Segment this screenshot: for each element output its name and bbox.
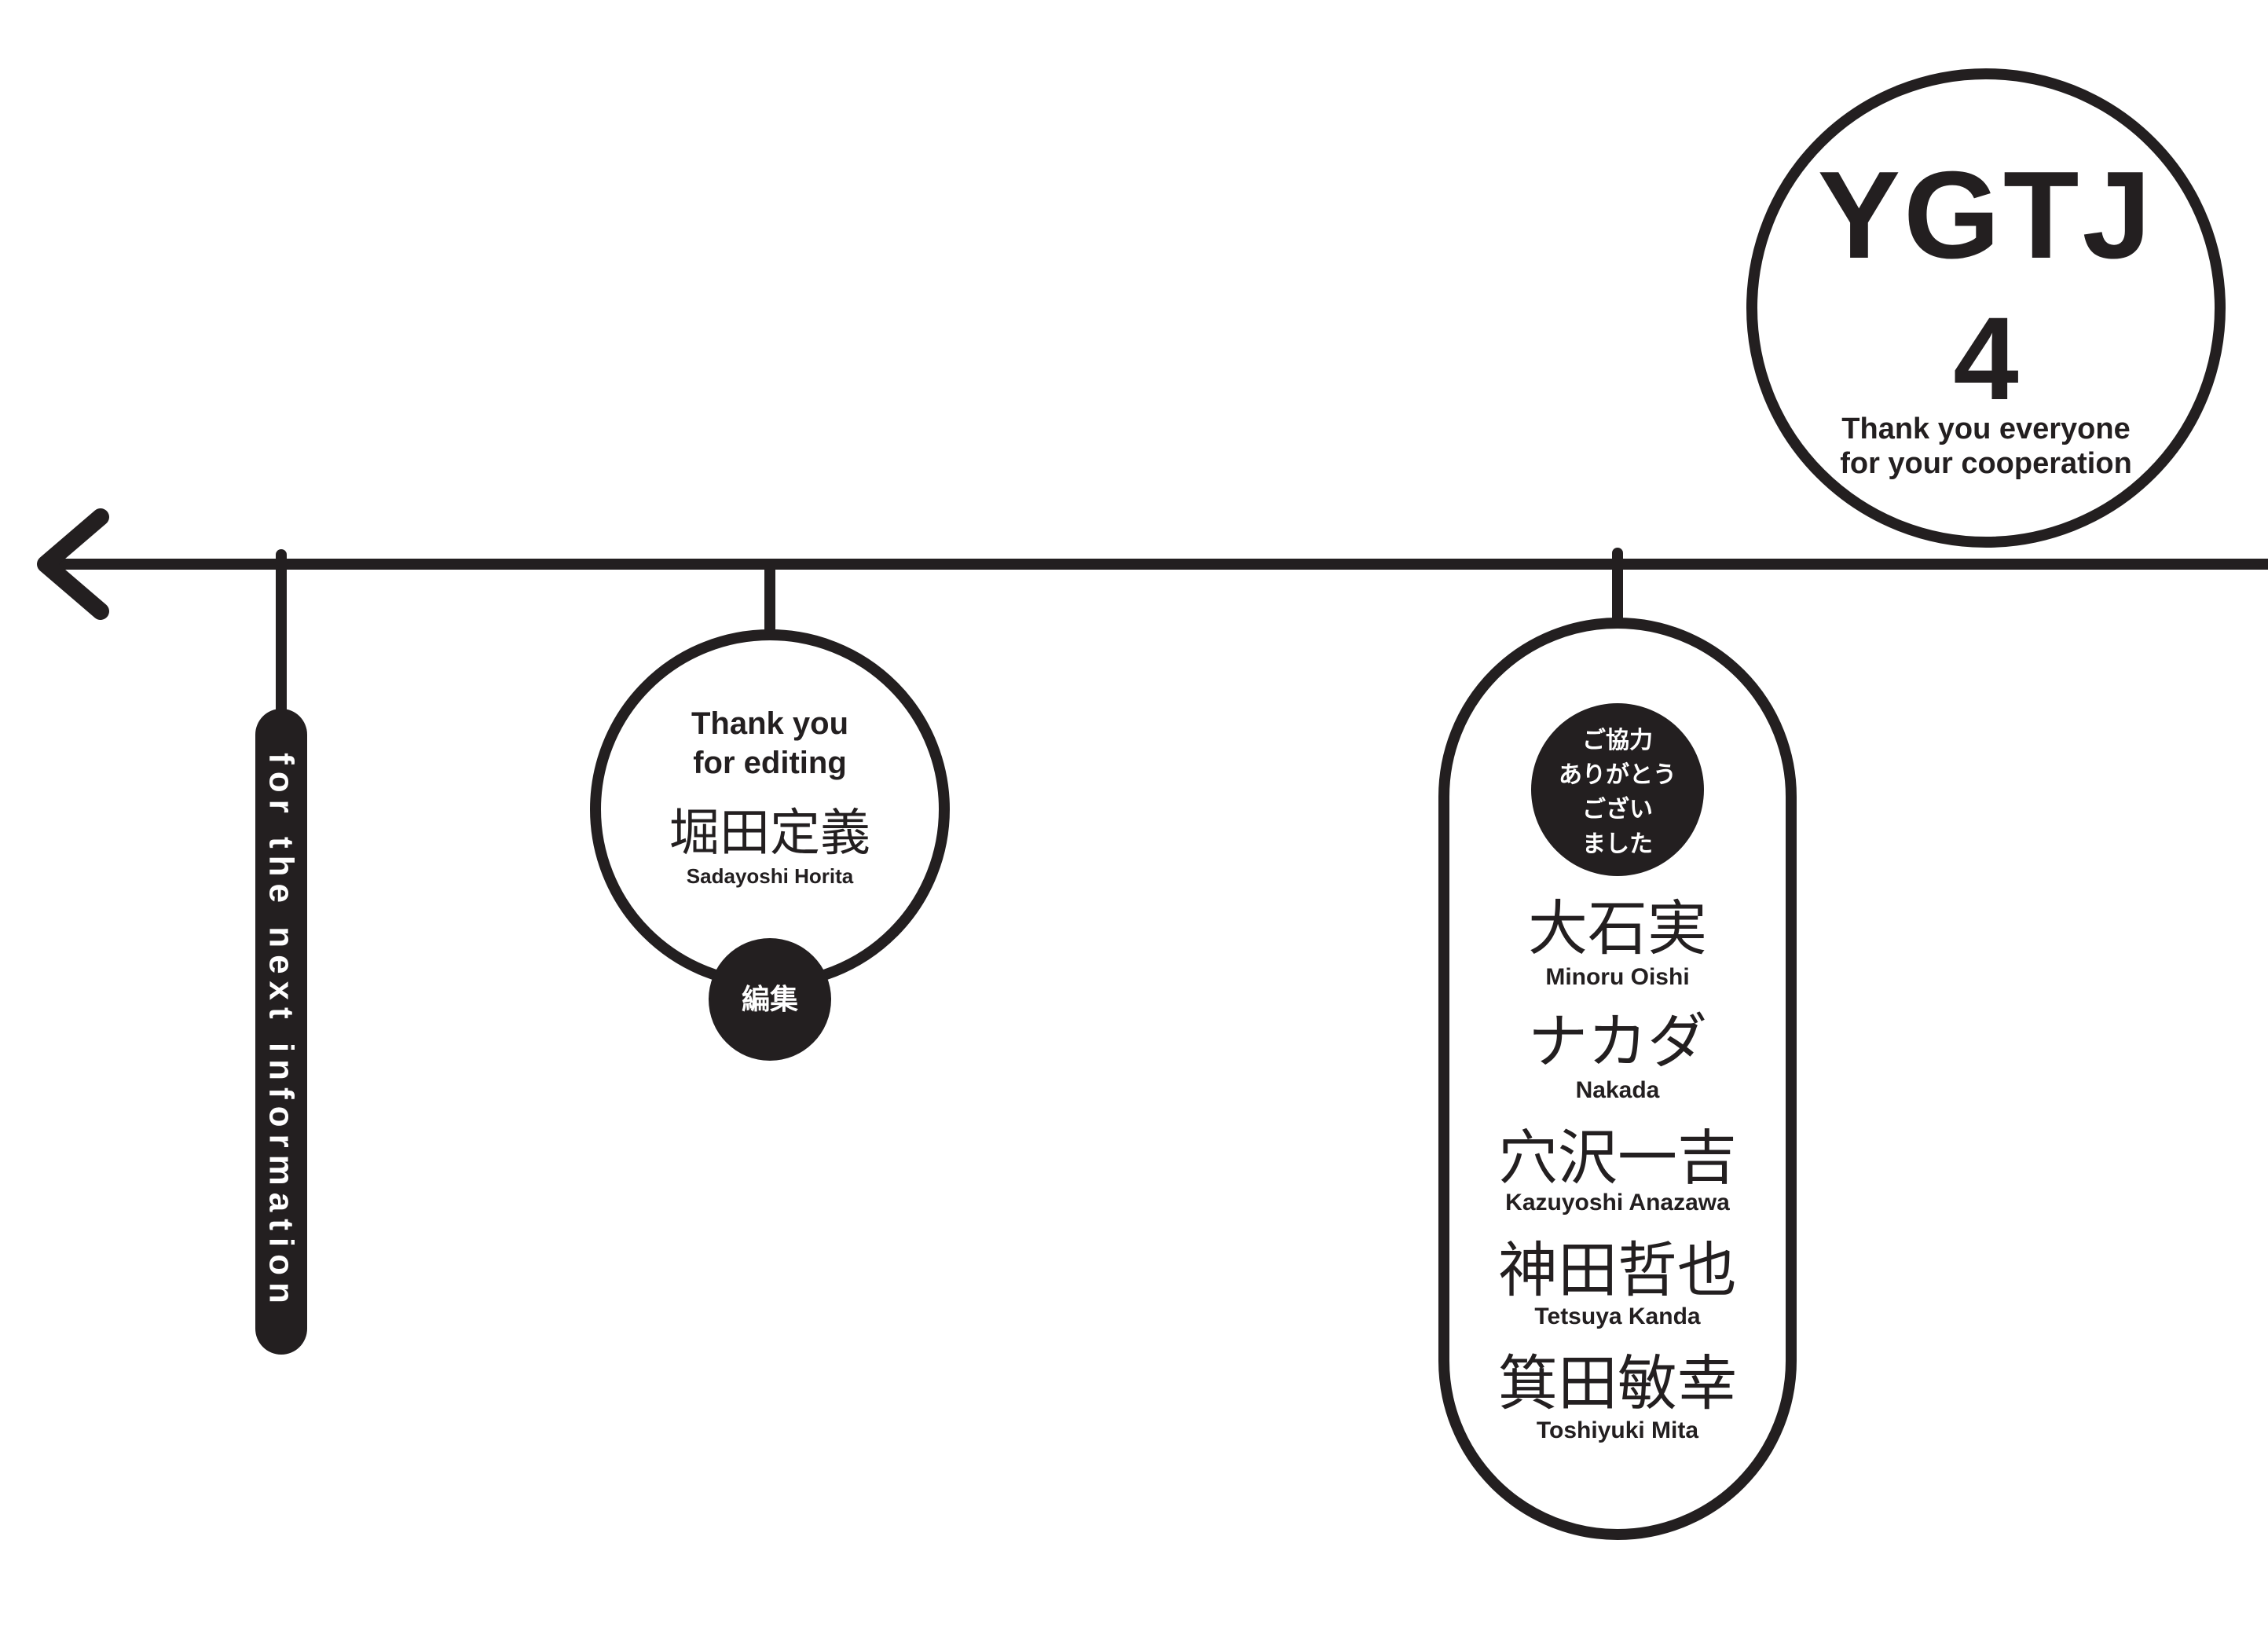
- person-name-en: Kazuyoshi Anazawa: [1505, 1190, 1730, 1216]
- next-info-pill: [255, 709, 307, 1355]
- editor-name-en: Sadayoshi Horita: [687, 864, 854, 888]
- person-name-jp: 大石実: [1528, 893, 1707, 963]
- person-name-en: Nakada: [1576, 1077, 1660, 1103]
- cooperation-credit: ご協力 ありがとう ござい ました 大石実 Minoru Oishi ナカダ N…: [1438, 548, 1797, 1540]
- editor-thanks-line1: Thank you: [691, 706, 848, 741]
- thanks-badge-line1: ご協力: [1582, 727, 1653, 754]
- next-info-tag: for the next information: [255, 549, 307, 1355]
- thanks-badge: [1531, 703, 1704, 876]
- title-circle: YGTJ 4 Thank you everyone for your coope…: [1746, 68, 2226, 548]
- editor-role-badge: [709, 938, 831, 1061]
- thanks-badge-line3: ござい: [1582, 796, 1653, 823]
- title-text: YGTJ: [1818, 146, 2155, 284]
- person-name-en: Minoru Oishi: [1545, 964, 1689, 990]
- timeline: [37, 508, 2268, 620]
- person-name-jp: 箕田敏幸: [1498, 1348, 1737, 1418]
- title-thanks-line1: Thank you everyone: [1841, 412, 2130, 446]
- editor-role-label: 編集: [742, 984, 798, 1016]
- cooperation-capsule: [1438, 618, 1797, 1540]
- editor-credit: Thank you for editing 堀田定義 Sadayoshi Hor…: [590, 564, 950, 1061]
- person-name-en: Toshiyuki Mita: [1537, 1417, 1698, 1443]
- editor-thanks-line2: for editing: [693, 746, 847, 780]
- person-name-en: Tetsuya Kanda: [1534, 1304, 1700, 1329]
- thanks-badge-line4: ました: [1582, 830, 1653, 858]
- arrow-left-icon: [37, 508, 109, 620]
- person-name-jp: 神田哲也: [1498, 1235, 1737, 1305]
- title-thanks-line2: for your cooperation: [1840, 447, 2132, 480]
- person-name-jp: 穴沢一吉: [1498, 1123, 1737, 1193]
- editor-name-jp: 堀田定義: [669, 805, 870, 863]
- thanks-badge-line2: ありがとう: [1559, 761, 1676, 789]
- person-name-jp: ナカダ: [1528, 1006, 1707, 1076]
- volume-number: 4: [1953, 292, 2018, 424]
- next-info-label: for the next information: [262, 753, 301, 1311]
